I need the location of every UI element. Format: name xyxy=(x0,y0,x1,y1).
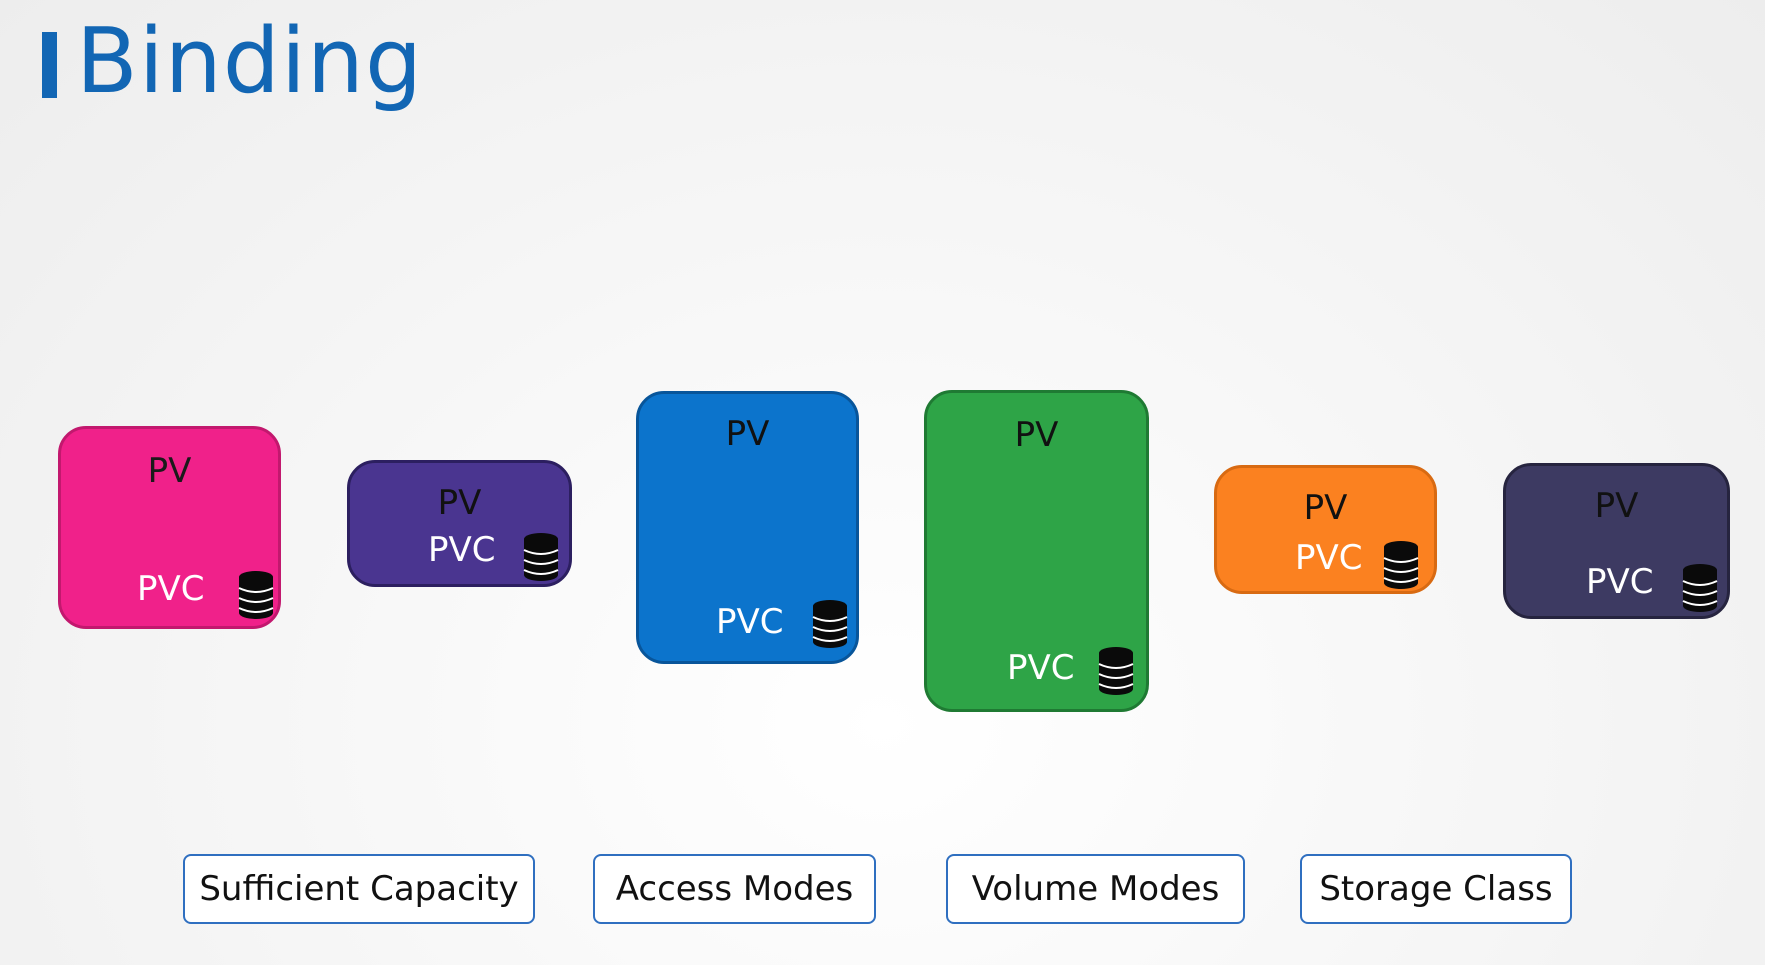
database-icon xyxy=(1682,564,1718,612)
criteria-sufficient-capacity: Sufficient Capacity xyxy=(183,854,535,924)
pvc-label: PVC xyxy=(1007,648,1075,688)
database-icon xyxy=(523,533,559,581)
criteria-volume-modes: Volume Modes xyxy=(946,854,1245,924)
pv-box-purple: PV PVC xyxy=(347,460,572,587)
pv-label: PV xyxy=(147,451,192,491)
pv-label: PV xyxy=(1014,415,1059,455)
pv-box-green: PV PVC xyxy=(924,390,1149,712)
pvc-label: PVC xyxy=(137,569,205,609)
pv-box-orange: PV PVC xyxy=(1214,465,1437,594)
title-accent-bar xyxy=(42,32,57,98)
criteria-access-modes: Access Modes xyxy=(593,854,876,924)
database-icon xyxy=(1383,541,1419,589)
database-icon xyxy=(238,571,274,619)
page-title: Binding xyxy=(76,9,424,114)
pv-box-blue: PV PVC xyxy=(636,391,859,664)
database-icon xyxy=(812,600,848,648)
pvc-label: PVC xyxy=(1586,562,1654,602)
criteria-storage-class: Storage Class xyxy=(1300,854,1572,924)
pvc-label: PVC xyxy=(428,530,496,570)
pv-box-pink: PV PVC xyxy=(58,426,281,629)
pv-box-slate: PV PVC xyxy=(1503,463,1730,619)
pv-label: PV xyxy=(437,483,482,523)
pv-label: PV xyxy=(1303,488,1348,528)
pv-label: PV xyxy=(725,414,770,454)
pvc-label: PVC xyxy=(716,602,784,642)
pv-label: PV xyxy=(1594,486,1639,526)
pvc-label: PVC xyxy=(1295,538,1363,578)
database-icon xyxy=(1098,647,1134,695)
